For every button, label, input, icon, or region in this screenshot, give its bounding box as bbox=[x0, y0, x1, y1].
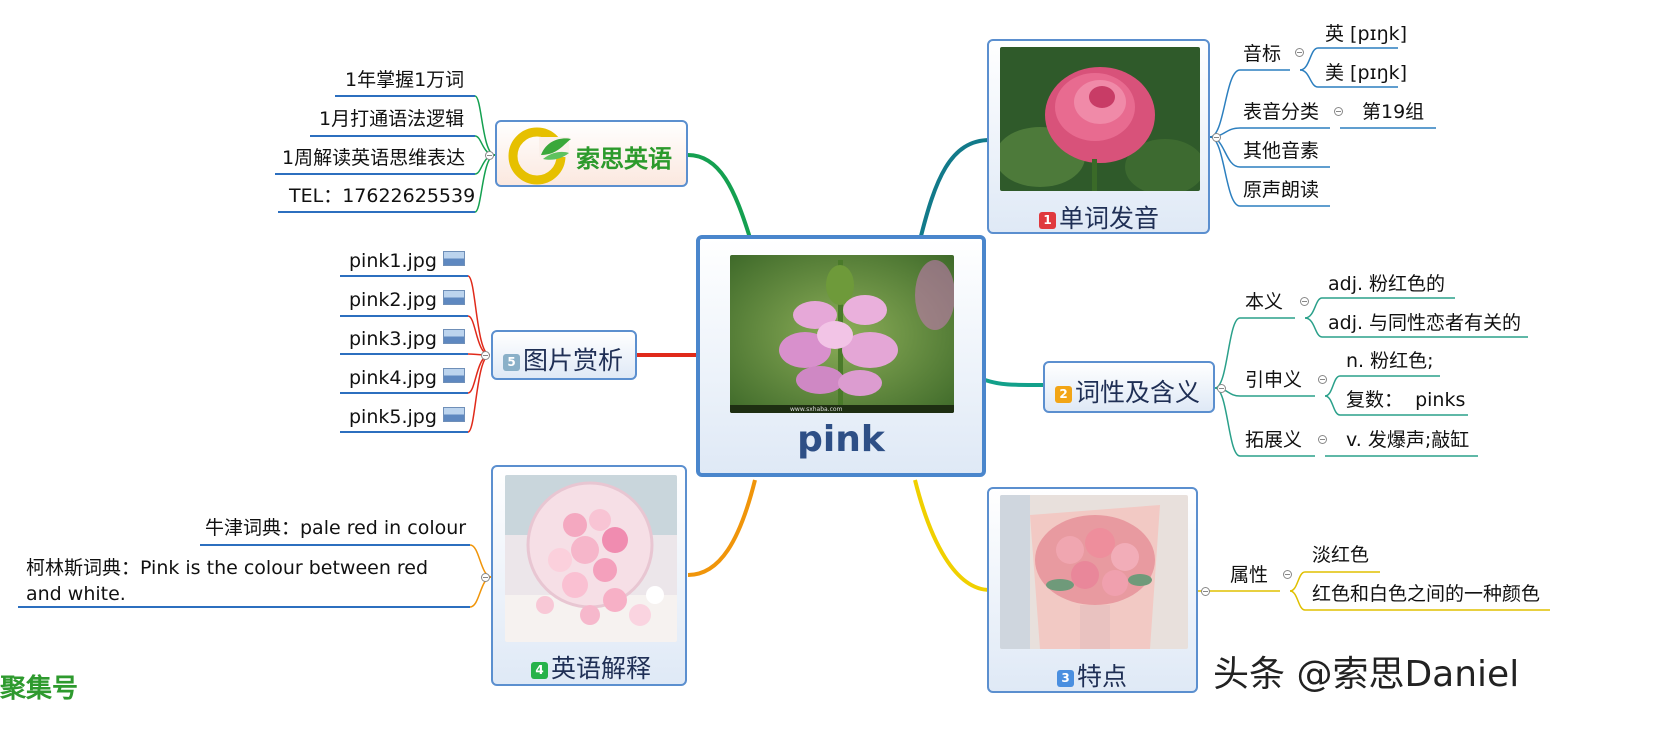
phonetic-us: 美 [pɪŋk] bbox=[1325, 62, 1408, 84]
collapse-toggle-category[interactable] bbox=[1334, 107, 1343, 116]
connector-branch1 bbox=[918, 138, 991, 241]
central-topic[interactable]: www.sxhaba.com pink bbox=[696, 235, 986, 477]
attribute-1: 淡红色 bbox=[1312, 544, 1370, 566]
collapse-toggle-branch1[interactable] bbox=[1212, 133, 1221, 142]
watermark-right: 头条 @索思Daniel bbox=[1213, 654, 1520, 695]
collapse-toggle-extended[interactable] bbox=[1318, 375, 1327, 384]
collapse-toggle-brand[interactable] bbox=[485, 151, 494, 160]
badge-2: 2 bbox=[1055, 386, 1072, 403]
base-meaning-1: adj. 粉红色的 bbox=[1328, 273, 1446, 295]
badge-1: 1 bbox=[1039, 212, 1056, 229]
brand-item-2: 1月打通语法逻辑 bbox=[319, 108, 465, 130]
pink-flower-photo: www.sxhaba.com bbox=[730, 255, 954, 413]
image-file-icon bbox=[442, 407, 465, 422]
extended-meaning-label: 引申义 bbox=[1245, 369, 1303, 391]
brand-item-3: 1周解读英语思维表达 bbox=[282, 147, 466, 169]
brand-logo-icon bbox=[508, 127, 571, 185]
image-file-2[interactable]: pink2.jpg bbox=[349, 289, 465, 311]
collapse-toggle-base[interactable] bbox=[1300, 297, 1309, 306]
image-file-4[interactable]: pink4.jpg bbox=[349, 367, 465, 389]
image-file-icon bbox=[442, 290, 465, 305]
connector-branch3 bbox=[913, 479, 991, 592]
collapse-toggle-expanded[interactable] bbox=[1318, 435, 1327, 444]
collapse-toggle-branch4[interactable] bbox=[481, 573, 490, 582]
collapse-toggle-branch2[interactable] bbox=[1217, 384, 1226, 393]
bouquet-photo bbox=[1000, 495, 1188, 649]
connector-branch2 bbox=[984, 378, 1046, 387]
oxford-definition: 牛津词典：pale red in colour bbox=[205, 517, 467, 539]
image-file-1[interactable]: pink1.jpg bbox=[349, 250, 465, 272]
central-photo: www.sxhaba.com bbox=[730, 255, 954, 413]
collapse-toggle-branch3[interactable] bbox=[1201, 587, 1210, 596]
balloons-photo bbox=[505, 475, 677, 642]
attribute-2: 红色和白色之间的一种颜色 bbox=[1312, 583, 1541, 605]
original-reading: 原声朗读 bbox=[1243, 179, 1320, 201]
central-title: pink bbox=[797, 419, 885, 460]
connector-brand bbox=[687, 153, 752, 239]
extended-meaning-2: 复数： pinks bbox=[1346, 389, 1466, 411]
collapse-toggle-attribute[interactable] bbox=[1283, 570, 1292, 579]
attribute-label: 属性 bbox=[1230, 564, 1269, 586]
brand-node[interactable]: 索思英语 bbox=[495, 120, 688, 187]
expanded-meaning-1: v. 发爆声;敲缸 bbox=[1346, 429, 1470, 451]
phonetic-uk: 英 [pɪŋk] bbox=[1325, 23, 1408, 45]
image-file-icon bbox=[442, 329, 465, 344]
watermark-left: 聚集号 bbox=[0, 674, 79, 704]
image-file-icon bbox=[442, 251, 465, 266]
image-file-5[interactable]: pink5.jpg bbox=[349, 406, 465, 428]
extended-meaning-1: n. 粉红色; bbox=[1346, 350, 1434, 372]
phonetic-label: 音标 bbox=[1243, 43, 1282, 65]
rose-photo bbox=[1000, 47, 1200, 191]
connector-branch4 bbox=[687, 479, 757, 577]
base-meaning-label: 本义 bbox=[1245, 291, 1284, 313]
base-meaning-2: adj. 与同性恋者有关的 bbox=[1328, 312, 1522, 334]
brand-logo-text: 索思英语 bbox=[576, 145, 672, 173]
badge-4: 4 bbox=[531, 662, 548, 679]
expanded-meaning-label: 拓展义 bbox=[1245, 429, 1303, 451]
other-phonemes: 其他音素 bbox=[1243, 140, 1320, 162]
collapse-toggle-phonetic[interactable] bbox=[1295, 48, 1304, 57]
brand-item-tel: TEL：17622625539 bbox=[289, 185, 476, 207]
category-label: 表音分类 bbox=[1243, 101, 1320, 123]
badge-5: 5 bbox=[503, 354, 520, 371]
photo-caption: www.sxhaba.com bbox=[790, 406, 843, 413]
badge-3: 3 bbox=[1057, 670, 1074, 687]
collapse-toggle-branch5[interactable] bbox=[481, 351, 490, 360]
image-file-3[interactable]: pink3.jpg bbox=[349, 328, 465, 350]
category-value: 第19组 bbox=[1362, 101, 1425, 123]
image-file-icon bbox=[442, 368, 465, 383]
collins-definition: 柯林斯词典：Pink is the colour between red and… bbox=[26, 557, 429, 605]
brand-item-1: 1年掌握1万词 bbox=[345, 69, 465, 91]
